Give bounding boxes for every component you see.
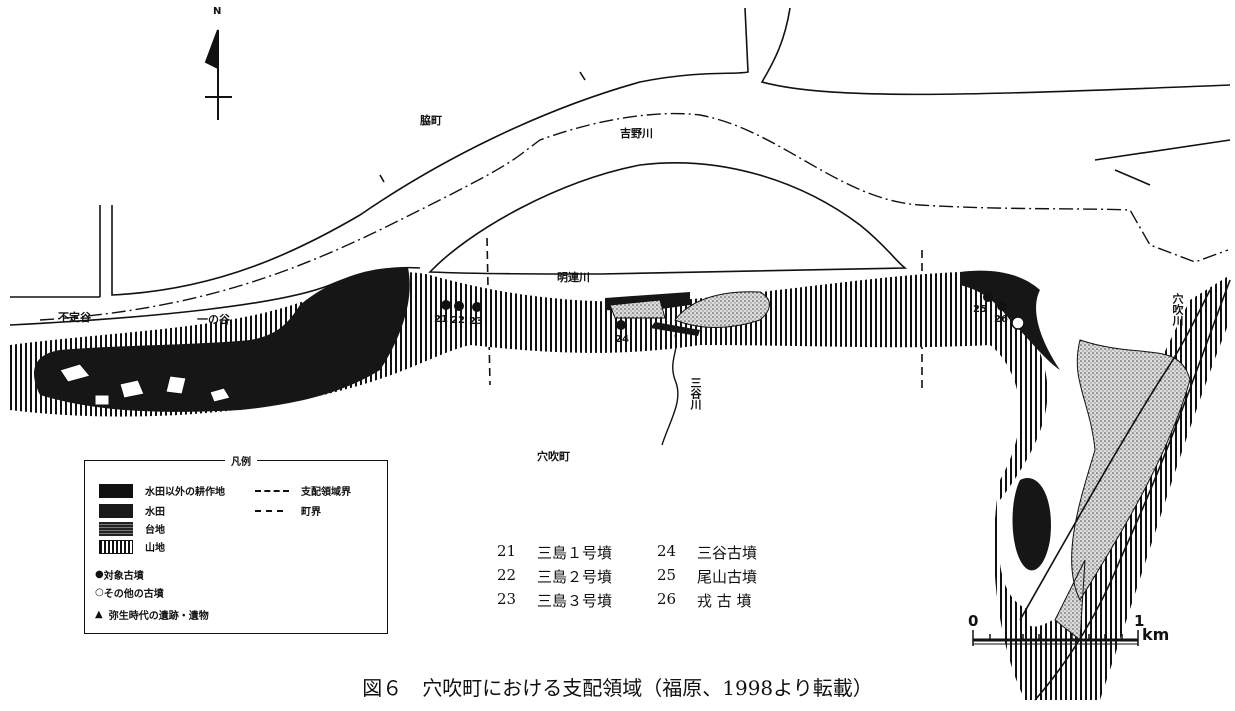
- swatch-mountain: [99, 539, 133, 554]
- label-wakimachi: 脇町: [420, 114, 442, 127]
- swatch-other-fields: [99, 483, 133, 498]
- legend-title: 凡例: [225, 453, 257, 468]
- legend-symbol: ▲ 弥生時代の遺跡・遺物: [95, 607, 209, 622]
- legend-label: 水田: [145, 507, 165, 518]
- label-fujodani: 不定谷: [58, 311, 91, 324]
- dash-dot-line-icon: [255, 509, 283, 512]
- site-name: 三島３号墳: [537, 592, 613, 610]
- site-number: 26: [994, 314, 1008, 325]
- site-number: 21: [434, 314, 448, 325]
- paddy-field-area: [34, 267, 410, 412]
- site-no: 21: [497, 542, 517, 560]
- site-name: 尾山古墳: [697, 568, 758, 586]
- legend-item: 水田: [99, 503, 165, 518]
- legend-line: 支配領域界: [255, 483, 351, 498]
- label-ichinotani: 一の谷: [197, 313, 230, 326]
- legend-item: 水田以外の耕作地: [99, 483, 225, 498]
- site-name: 三島１号墳: [537, 544, 613, 562]
- filled-circle-icon: ●: [95, 569, 104, 580]
- scale-unit: km: [1142, 625, 1170, 644]
- label-mitanigawa: 三谷川: [689, 377, 702, 410]
- site-number: 23: [469, 316, 483, 327]
- legend-label: 台地: [145, 525, 165, 536]
- other-tumulus: [1011, 316, 1025, 330]
- scale-bar: [972, 630, 1139, 646]
- label-myorengawa: 明連川: [557, 271, 590, 284]
- site-name: 三谷古墳: [697, 544, 758, 562]
- legend-symbol: ○その他の古墳: [95, 585, 164, 600]
- legend-label: 山地: [145, 543, 165, 554]
- north-label: N: [213, 6, 222, 17]
- legend-item: 山地: [99, 539, 165, 554]
- site-list: 21 三島１号墳 24 三谷古墳 22 三島２号墳 25 尾山古墳 23 三島３号墳 26 戎 古…: [497, 542, 817, 614]
- site-no: 24: [657, 542, 677, 560]
- north-arrow-icon: [204, 29, 232, 120]
- open-circle-icon: ○: [95, 587, 104, 598]
- legend-label: その他の古墳: [103, 589, 164, 600]
- plateau-center: [609, 291, 770, 328]
- site-no: 22: [497, 566, 517, 584]
- field-patches: [59, 363, 231, 406]
- site-number: 24: [615, 334, 629, 345]
- swatch-paddy: [99, 503, 133, 518]
- legend-label: 対象古墳: [103, 571, 144, 582]
- legend-label: 弥生時代の遺跡・遺物: [108, 611, 209, 622]
- figure-caption: 図６ 穴吹町における支配領域（福原、1998より転載）: [362, 676, 873, 700]
- legend: 凡例 水田以外の耕作地 水田 台地 山地 支配領域界 町界 ●対象古墳 ○その他…: [84, 453, 388, 634]
- legend-label: 支配領域界: [301, 487, 351, 498]
- site-no: 23: [497, 590, 517, 608]
- paddy-east: [960, 270, 1060, 571]
- mitani-river: [661, 334, 679, 446]
- site-name: 戎 古 墳: [697, 592, 752, 610]
- label-anabukicho: 穴吹町: [537, 450, 570, 463]
- triangle-icon: ▲: [95, 609, 103, 620]
- dashed-line-icon: [255, 489, 289, 492]
- site-no: 25: [657, 566, 677, 584]
- scale-start: 0: [968, 612, 979, 630]
- legend-symbol: ●対象古墳: [95, 567, 144, 582]
- legend-item: 台地: [99, 521, 165, 536]
- site-name: 三島２号墳: [537, 568, 613, 586]
- legend-label: 町界: [301, 507, 321, 518]
- swatch-plateau: [99, 521, 133, 536]
- site-number: 22: [451, 315, 465, 326]
- scale-end: 1: [1134, 612, 1145, 630]
- anabuki-river: [1019, 279, 1231, 701]
- town-boundary-line: [39, 112, 1229, 321]
- label-anabukigawa: 穴吹川: [1171, 293, 1184, 326]
- label-yoshinogawa: 吉野川: [620, 127, 653, 140]
- yoshino-river: [9, 7, 1231, 326]
- site-number: 25: [973, 304, 987, 315]
- site-no: 26: [657, 590, 677, 608]
- legend-line: 町界: [255, 503, 321, 518]
- target-tumuli: [441, 292, 1007, 330]
- plateau-east: [1054, 339, 1191, 641]
- legend-label: 水田以外の耕作地: [145, 487, 225, 498]
